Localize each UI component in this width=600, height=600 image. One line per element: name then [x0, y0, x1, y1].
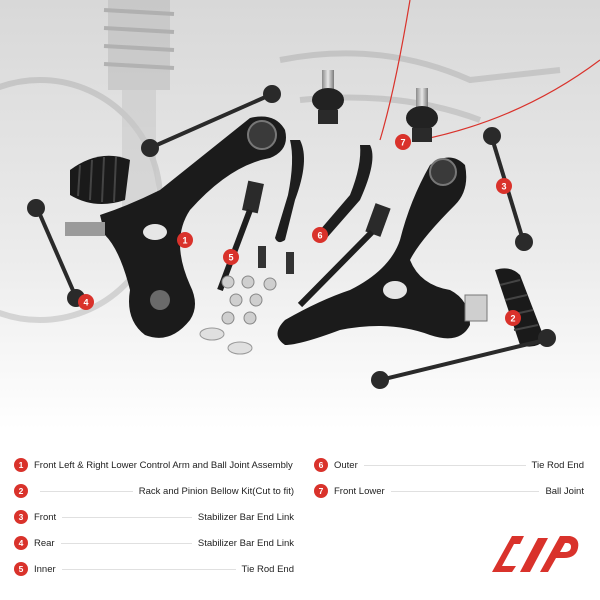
legend-leader-5	[61, 568, 236, 570]
legend-leader-7	[390, 490, 540, 492]
bushing-right-top	[429, 158, 457, 186]
arm-bracket-left	[65, 222, 105, 236]
legend-item-7-right: Ball Joint	[545, 485, 584, 497]
legend-item-2: 2 Rack and Pinion Bellow Kit(Cut to fit)	[14, 483, 294, 499]
callout-2: 2	[505, 310, 521, 326]
svg-text:4: 4	[83, 298, 88, 308]
parts-legend: 1 Front Left & Right Lower Control Arm a…	[0, 430, 600, 600]
ball-joint-2	[406, 88, 438, 142]
legend-leader-4	[60, 542, 192, 544]
legend-item-7-left: Front Lower	[334, 485, 385, 497]
arm-hole-left	[143, 224, 167, 240]
legend-item-6-left: Outer	[334, 459, 358, 471]
legend-badge-7: 7	[314, 484, 328, 498]
bushing-right-rear	[464, 294, 488, 322]
svg-text:5: 5	[228, 253, 233, 263]
legend-item-1: 1 Front Left & Right Lower Control Arm a…	[14, 457, 294, 473]
stabilizer-link-bottom-right	[371, 329, 556, 389]
legend-item-5-left: Inner	[34, 563, 56, 575]
ball-joint-1	[312, 70, 344, 124]
arm-hole-right	[383, 281, 407, 299]
legend-item-5-right: Tie Rod End	[241, 563, 294, 575]
control-arm-right	[277, 157, 470, 345]
stabilizer-link-top	[141, 85, 281, 157]
callout-1: 1	[177, 232, 193, 248]
svg-text:3: 3	[501, 182, 506, 192]
callout-4: 4	[78, 294, 94, 310]
inner-tie-rod-right	[297, 203, 391, 308]
highlight-arc	[379, 0, 411, 141]
callout-7: 7	[395, 134, 411, 150]
bellow-left	[70, 155, 130, 204]
a-premium-logo-icon	[492, 536, 579, 572]
legend-item-1-label: Front Left & Right Lower Control Arm and…	[34, 459, 293, 471]
outer-tie-rod-left	[275, 140, 304, 243]
ball-joint-left	[150, 290, 170, 310]
bushing-left-top	[247, 120, 277, 150]
legend-badge-5: 5	[14, 562, 28, 576]
legend-item-6-right: Tie Rod End	[531, 459, 584, 471]
svg-text:1: 1	[182, 236, 187, 246]
highlight-arc-2	[419, 59, 600, 141]
legend-item-2-right: Rack and Pinion Bellow Kit(Cut to fit)	[138, 485, 294, 497]
legend-item-4: 4 Rear Stabilizer Bar End Link	[14, 535, 294, 551]
legend-item-3-left: Front	[34, 511, 57, 523]
control-arm-left	[100, 116, 286, 338]
legend-item-4-left: Rear	[34, 537, 55, 549]
legend-item-5: 5 Inner Tie Rod End	[14, 561, 294, 577]
product-photo: 1 2 3 4 5 6 7	[0, 0, 600, 430]
callout-3: 3	[496, 178, 512, 194]
legend-item-4-right: Stabilizer Bar End Link	[197, 537, 294, 549]
stabilizer-link-rear-left	[27, 199, 85, 307]
outer-tie-rod-right	[319, 145, 373, 240]
svg-text:2: 2	[510, 314, 515, 324]
background	[0, 0, 600, 430]
legend-badge-4: 4	[14, 536, 28, 550]
legend-badge-2: 2	[14, 484, 28, 498]
svg-text:7: 7	[400, 138, 405, 148]
legend-badge-1: 1	[14, 458, 28, 472]
legend-badge-6: 6	[314, 458, 328, 472]
legend-item-3: 3 Front Stabilizer Bar End Link	[14, 509, 294, 525]
legend-leader-3	[62, 516, 192, 518]
legend-item-6: 6 Outer Tie Rod End	[314, 457, 584, 473]
hardware-set	[199, 246, 294, 355]
callout-6: 6	[312, 227, 328, 243]
svg-text:6: 6	[317, 231, 322, 241]
legend-badge-3: 3	[14, 510, 28, 524]
legend-item-3-right: Stabilizer Bar End Link	[197, 511, 294, 523]
legend-leader-6	[363, 464, 526, 466]
legend-item-7: 7 Front Lower Ball Joint	[314, 483, 584, 499]
callout-5: 5	[223, 249, 239, 265]
legend-leader-2	[40, 490, 133, 492]
